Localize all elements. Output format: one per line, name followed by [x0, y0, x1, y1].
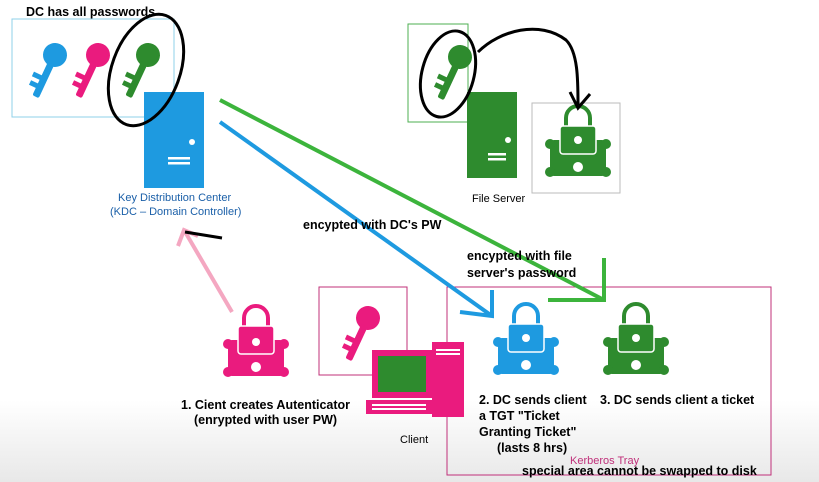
- kdc-subtitle: (KDC – Domain Controller): [110, 206, 242, 218]
- kdc-title: Key Distribution Center: [118, 192, 232, 204]
- encrypted-fs-line2: server's password: [467, 266, 577, 280]
- client-label: Client: [400, 434, 429, 446]
- pink-arrow: [176, 227, 234, 314]
- green-arrow: [219, 98, 606, 302]
- server-icon: [467, 92, 517, 178]
- step1-line2: (enrypted with user PW): [194, 413, 338, 427]
- fs-key-box: [407, 23, 469, 123]
- step2-line1: 2. DC sends client: [479, 393, 587, 407]
- encrypted-dc-pw-label: encypted with DC's PW: [303, 218, 442, 232]
- step2-line2: a TGT "Ticket: [479, 409, 560, 423]
- encrypted-fs-line1: encypted with file: [467, 249, 572, 263]
- hand-drawn-annotation: [106, 12, 592, 240]
- blue-arrow: [218, 120, 494, 319]
- scroll-lock-icon: [223, 304, 289, 377]
- kerberos-tray-label: Kerberos Tray: [570, 455, 640, 467]
- scroll-lock-icon: [603, 302, 669, 375]
- step2-line4: (lasts 8 hrs): [497, 441, 568, 455]
- scroll-lock-icon: [545, 104, 611, 177]
- scroll-lock-icon: [493, 302, 559, 375]
- dc-keys-box: [11, 18, 175, 118]
- kerberos-tray-box: [446, 286, 772, 476]
- key-icon: [24, 39, 71, 102]
- server-icon: [144, 92, 204, 188]
- step3-label: 3. DC sends client a ticket: [600, 393, 755, 407]
- user-key-box: [318, 286, 408, 376]
- step1-line1: 1. Cient creates Autenticator: [181, 398, 351, 412]
- computer-icon: [366, 342, 464, 417]
- file-server-label: File Server: [472, 193, 526, 205]
- special-area-label: special area cannot be swapped to disk: [522, 464, 757, 478]
- dc-has-all-passwords-label: DC has all passwords: [26, 5, 156, 19]
- step2-line3: Granting Ticket": [479, 425, 577, 439]
